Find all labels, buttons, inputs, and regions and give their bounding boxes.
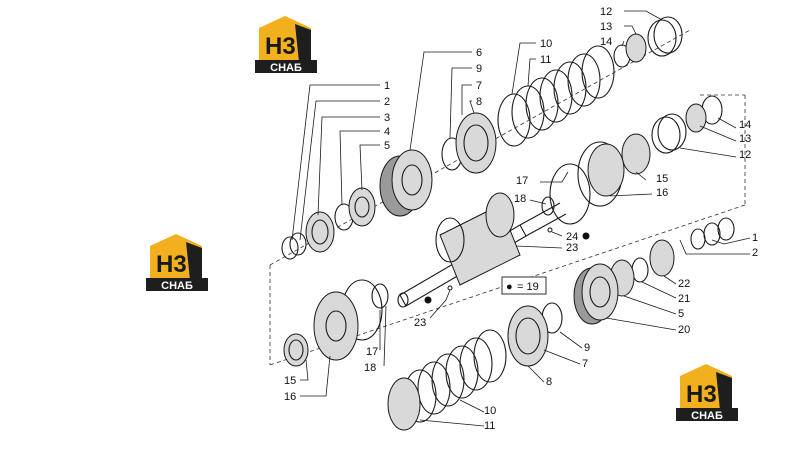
logo-left: H3 СНАБ (146, 234, 208, 292)
lower-left-assembly (283, 279, 389, 367)
callout-12: 12 (600, 6, 612, 18)
logo-top: H3 СНАБ (255, 16, 317, 74)
logo-mark: H3 (686, 381, 717, 408)
logo-word: СНАБ (691, 410, 723, 422)
logo-bottom-right: H3 СНАБ (676, 364, 738, 422)
callout-1b: 1 (752, 232, 758, 244)
callout-18: 18 (514, 193, 526, 205)
callout-10: 10 (540, 38, 552, 50)
callout-16: 16 (656, 187, 668, 199)
callout-5b: 5 (678, 308, 684, 320)
callout-15b: 15 (284, 375, 296, 387)
callout-21: 21 (678, 293, 690, 305)
callout-11: 11 (540, 54, 551, 66)
callout-10b: 10 (484, 405, 496, 417)
callout-16b: 16 (284, 391, 296, 403)
callout-13b: 13 (739, 133, 751, 145)
callout-20: 20 (678, 324, 690, 336)
legend-box: ● = 19 (501, 276, 547, 295)
callout-8b: 8 (546, 376, 552, 388)
callout-11b: 11 (484, 420, 495, 432)
callouts-bottom-right: 1 2 22 21 5 20 9 7 8 10 11 (419, 232, 758, 432)
callouts-bottom-left: 17 18 23 15 16 (284, 285, 453, 403)
callout-8: 8 (476, 96, 482, 108)
callout-3: 3 (384, 112, 390, 124)
callout-13: 13 (600, 21, 612, 33)
callout-2b: 2 (752, 247, 758, 259)
callout-23b: 23 (414, 317, 426, 329)
callout-14: 14 (600, 36, 612, 48)
legend-symbol: ● (506, 281, 513, 293)
callout-22: 22 (678, 278, 690, 290)
central-shaft (397, 192, 567, 308)
callout-14b: 14 (739, 119, 751, 131)
upper-right-rings (541, 95, 723, 225)
callout-18b: 18 (364, 362, 376, 374)
legend-value: = 19 (517, 281, 539, 293)
callout-1: 1 (384, 80, 390, 92)
callout-23: 23 (566, 242, 578, 254)
lower-right-assembly (387, 217, 735, 431)
callout-7: 7 (476, 80, 482, 92)
callouts-top-left: 1 2 3 4 5 6 9 7 8 10 11 12 13 14 (291, 6, 663, 241)
callout-9b: 9 (584, 342, 590, 354)
callouts-top-right: 14 13 12 15 16 17 18 24 23 (514, 117, 751, 254)
callout-17b: 17 (366, 346, 378, 358)
callout-15: 15 (656, 173, 668, 185)
logo-mark: H3 (265, 33, 296, 60)
callout-12b: 12 (739, 149, 751, 161)
callout-9: 9 (476, 63, 482, 75)
callout-24: 24 (566, 231, 578, 243)
logo-mark: H3 (156, 251, 187, 278)
callout-7b: 7 (582, 358, 588, 370)
upper-clutch-pack (281, 16, 683, 260)
logo-word: СНАБ (270, 62, 302, 74)
logo-word: СНАБ (161, 280, 193, 292)
callout-6: 6 (476, 47, 482, 59)
callout-4: 4 (384, 126, 390, 138)
callout-5: 5 (384, 140, 390, 152)
callout-17: 17 (516, 175, 528, 187)
callout-2: 2 (384, 96, 390, 108)
